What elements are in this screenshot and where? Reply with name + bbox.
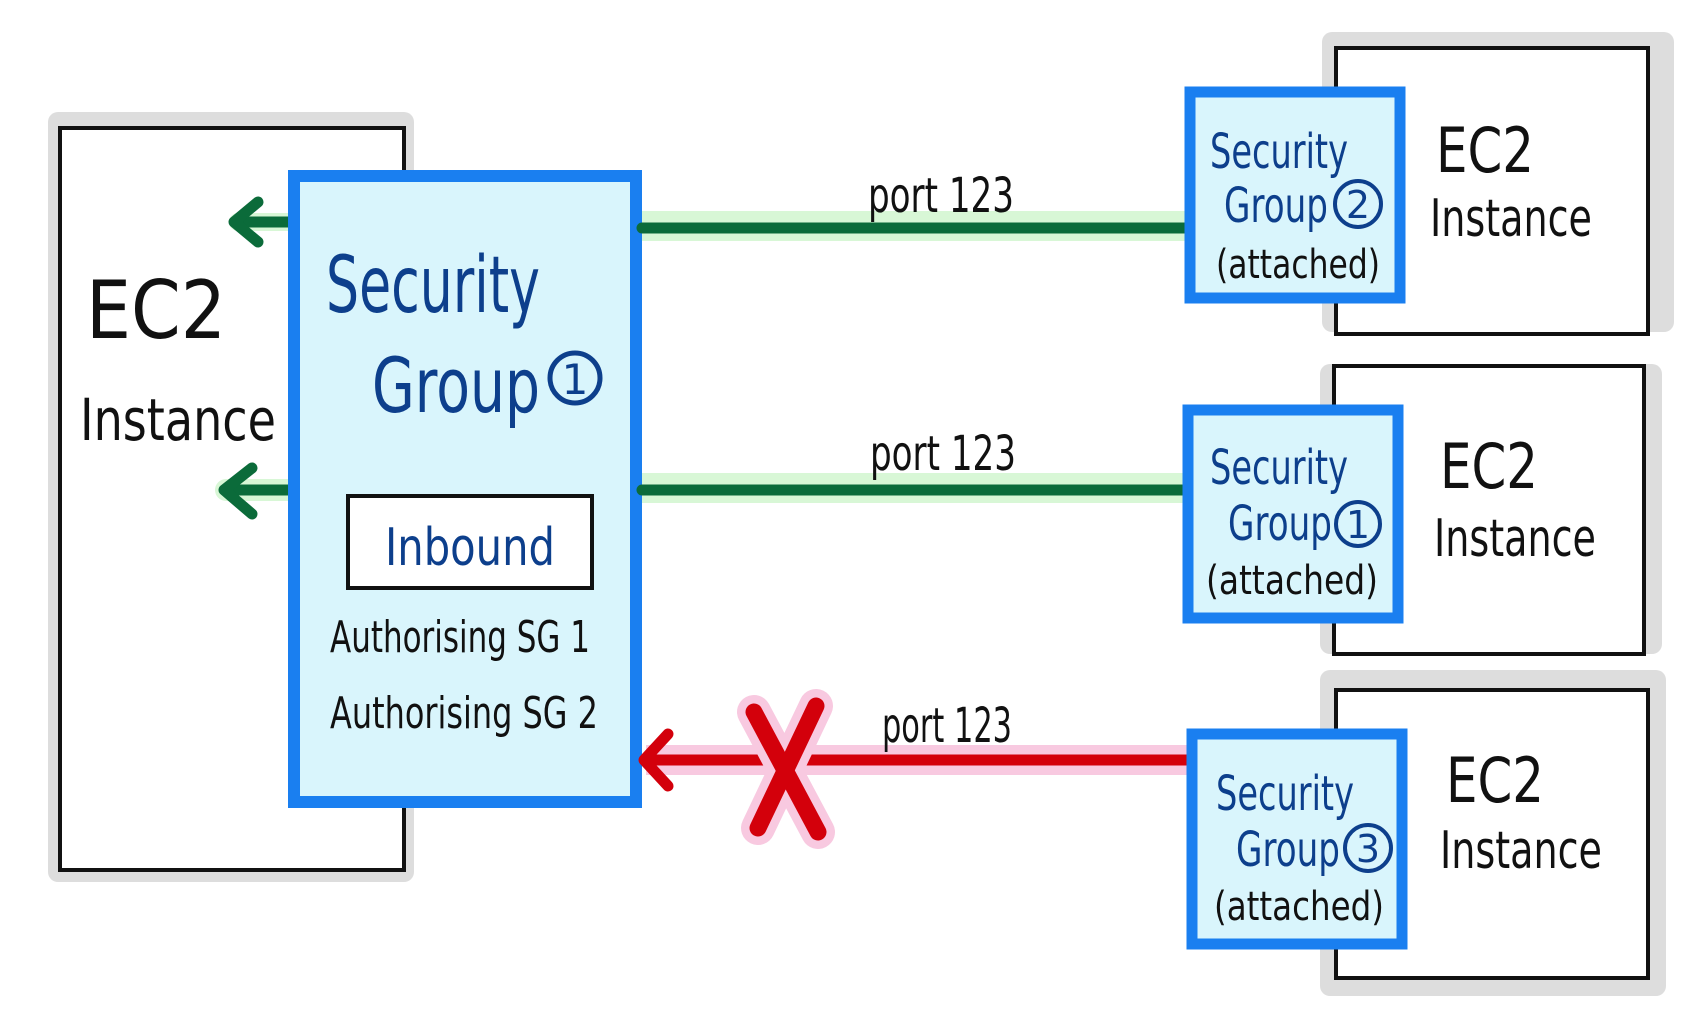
remote-instance-3: Security Group 3 (attached) EC2 Instance bbox=[1186, 670, 1666, 996]
remote-sg-title-line1-2: Security bbox=[1210, 440, 1348, 496]
main-sg-title-line1: Security bbox=[326, 241, 540, 331]
remote-ec2-label-line1-2: EC2 bbox=[1440, 430, 1538, 503]
remote-sg-title-line1-3: Security bbox=[1216, 766, 1354, 822]
x-cross-icon bbox=[737, 689, 835, 849]
remote-sg-number-3: 3 bbox=[1356, 827, 1380, 871]
remote-sg-number-circle-3 bbox=[1343, 823, 1393, 873]
remote-sg-number-circle-1 bbox=[1333, 179, 1383, 229]
remote-sg-note-3: (attached) bbox=[1214, 884, 1384, 930]
remote-sg-box-1 bbox=[1184, 86, 1406, 304]
inbound-rule-1: Authorising SG 1 bbox=[330, 612, 590, 663]
remote-ec2-label-line1-3: EC2 bbox=[1446, 744, 1544, 817]
inbound-rule-2: Authorising SG 2 bbox=[330, 688, 598, 739]
main-ec2-label-line2: Instance bbox=[80, 386, 276, 454]
remote-sg-number-2: 1 bbox=[1346, 503, 1370, 547]
main-sg-box bbox=[288, 170, 642, 808]
connection-allowed-1: port 123 bbox=[636, 168, 1196, 241]
connection-allowed-2: port 123 bbox=[636, 426, 1196, 503]
remote-ec2-label-line2-1: Instance bbox=[1430, 189, 1592, 249]
connection-denied-3: port 123 bbox=[638, 698, 1196, 792]
port-label-1: port 123 bbox=[868, 168, 1014, 224]
remote-sg-number-circle-2 bbox=[1334, 500, 1382, 548]
remote-sg-note-1: (attached) bbox=[1216, 242, 1380, 288]
main-ec2-label-line1: EC2 bbox=[86, 264, 226, 357]
main-security-group: Security Group 1 Inbound Authorising SG … bbox=[288, 170, 642, 808]
remote-sg-box-3 bbox=[1186, 728, 1408, 950]
remote-sg-title-line2-1: Group bbox=[1224, 178, 1328, 234]
main-sg-number-circle bbox=[547, 350, 603, 406]
remote-sg-number-1: 2 bbox=[1346, 183, 1370, 227]
main-sg-title-line2: Group bbox=[372, 341, 540, 430]
remote-sg-title-line2-2: Group bbox=[1228, 496, 1332, 552]
inbound-label-box bbox=[346, 494, 594, 590]
remote-ec2-label-line2-2: Instance bbox=[1434, 509, 1596, 569]
main-sg-number: 1 bbox=[562, 355, 589, 404]
remote-ec2-label-line2-3: Instance bbox=[1440, 821, 1602, 881]
remote-sg-note-2: (attached) bbox=[1206, 558, 1378, 604]
port-label-3: port 123 bbox=[882, 698, 1012, 754]
remote-sg-title-line1-1: Security bbox=[1210, 124, 1348, 180]
remote-instance-1: Security Group 2 (attached) EC2 Instance bbox=[1184, 32, 1674, 336]
remote-sg-title-line2-3: Group bbox=[1236, 822, 1340, 878]
inbound-label: Inbound bbox=[385, 518, 555, 578]
remote-instance-2: Security Group 1 (attached) EC2 Instance bbox=[1182, 364, 1662, 656]
remote-ec2-label-line1-1: EC2 bbox=[1436, 114, 1534, 187]
remote-sg-box-2 bbox=[1182, 404, 1404, 624]
port-label-2: port 123 bbox=[870, 426, 1016, 482]
